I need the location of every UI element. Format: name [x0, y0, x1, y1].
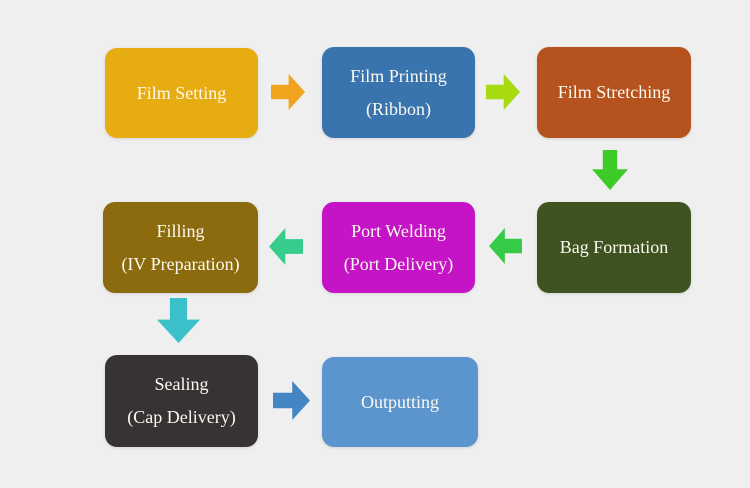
- node-sealing-label-line-2: (Cap Delivery): [127, 407, 236, 427]
- arrow-stretching-to-bag-down-arrow-icon: [592, 150, 628, 190]
- node-port-welding: Port Welding (Port Delivery): [322, 202, 475, 293]
- node-film-setting-label-line-1: Film Setting: [136, 82, 227, 103]
- arrow-bag-to-welding-left-arrow-icon: [489, 228, 522, 264]
- node-filling-label-line-2: (IV Preparation): [121, 253, 240, 274]
- node-film-printing-label-line-2: (Ribbon): [366, 98, 431, 119]
- node-film-stretching-label-line-1: Film Stretching: [557, 82, 671, 102]
- arrow-setting-to-printing-right-arrow-icon: [271, 74, 305, 110]
- node-bag-formation-label-line-1: Bag Formation: [559, 237, 669, 257]
- arrow-sealing-to-outputting-right-arrow-icon: [273, 381, 310, 420]
- node-port-welding-label-line-2: (Port Delivery): [343, 253, 454, 274]
- arrow-filling-to-sealing-down-arrow-icon: [157, 298, 200, 343]
- node-film-stretching: Film Stretching: [537, 47, 691, 138]
- node-port-welding-label-line-1: Port Welding: [351, 220, 446, 241]
- arrow-printing-to-stretching-right-arrow-icon: [486, 74, 520, 110]
- node-film-setting: Film Setting: [105, 48, 258, 138]
- node-bag-formation: Bag Formation: [537, 202, 691, 293]
- arrow-welding-to-filling-left-arrow-icon: [269, 228, 303, 265]
- node-filling: Filling (IV Preparation): [103, 202, 258, 293]
- node-filling-label-line-1: Filling: [156, 220, 205, 241]
- node-film-printing-label-line-1: Film Printing: [350, 65, 447, 86]
- node-film-printing: Film Printing (Ribbon): [322, 47, 475, 138]
- node-sealing: Sealing (Cap Delivery): [105, 355, 258, 447]
- node-outputting-label-line-1: Outputting: [360, 391, 439, 412]
- node-outputting: Outputting: [322, 357, 478, 447]
- node-sealing-label-line-1: Sealing: [154, 374, 209, 394]
